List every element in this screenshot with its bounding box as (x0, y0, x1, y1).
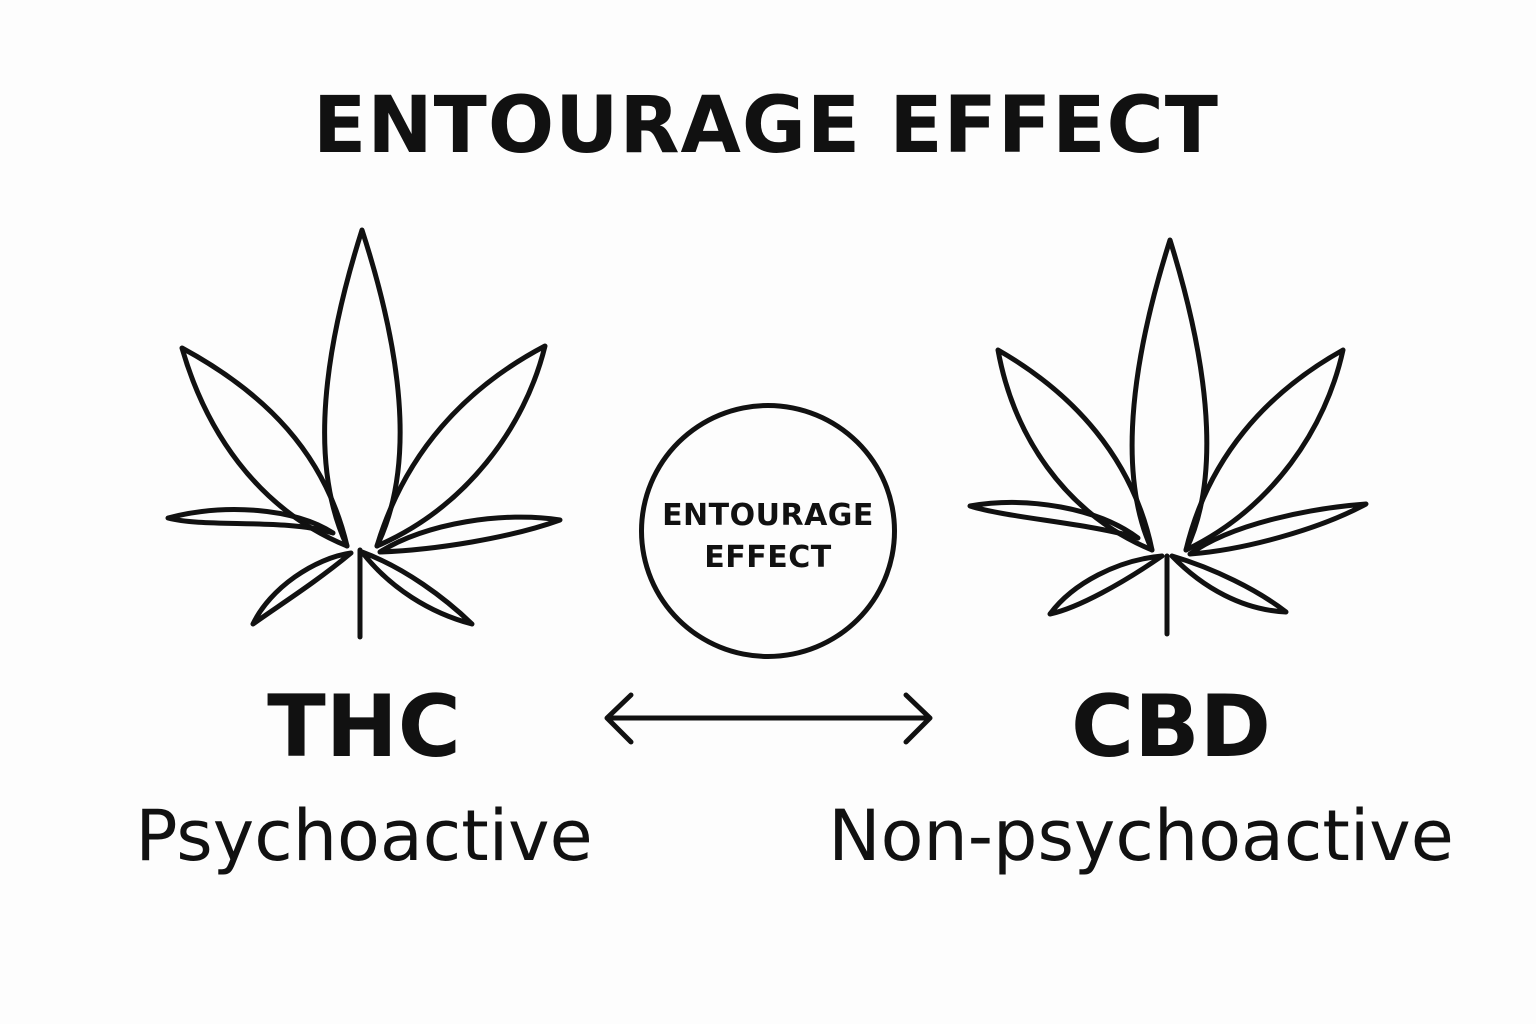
leaf-lower-left-blade (250, 550, 354, 627)
thc-effect-label: Psychoactive (135, 795, 593, 877)
leaf-upper-right-blade (374, 343, 548, 549)
diagram-title: ENTOURAGE EFFECT (313, 81, 1219, 171)
entourage-circle (639, 403, 897, 659)
circle-label-line-1: ENTOURAGE (662, 498, 874, 533)
leaf-upper-left-blade (995, 347, 1155, 553)
arrow-left-head (604, 692, 634, 745)
cbd-effect-label: Non-psychoactive (828, 795, 1454, 877)
arrow-right-head (903, 692, 933, 745)
cbd-label: CBD (1070, 677, 1272, 777)
thc-cannabis-leaf-icon (165, 227, 563, 640)
leaf-middle-left-blade (165, 507, 336, 536)
leaf-middle-left-blade (967, 500, 1141, 541)
leaf-upper-right-blade (1183, 347, 1346, 553)
leaf-middle-right-blade (377, 514, 563, 555)
leaf-upper-left-blade (179, 345, 350, 549)
leaf-lower-right-blade (1169, 553, 1289, 615)
circle-label-line-2: EFFECT (704, 540, 832, 575)
leaf-center-blade (322, 227, 403, 549)
thc-label: THC (267, 677, 461, 777)
cbd-cannabis-leaf-icon (967, 237, 1369, 637)
leaf-lower-left-blade (1047, 553, 1165, 617)
leaf-middle-right-blade (1187, 501, 1369, 557)
leaf-center-blade (1129, 237, 1210, 553)
double-arrow-icon (604, 692, 933, 745)
leaf-lower-right-blade (359, 549, 475, 627)
